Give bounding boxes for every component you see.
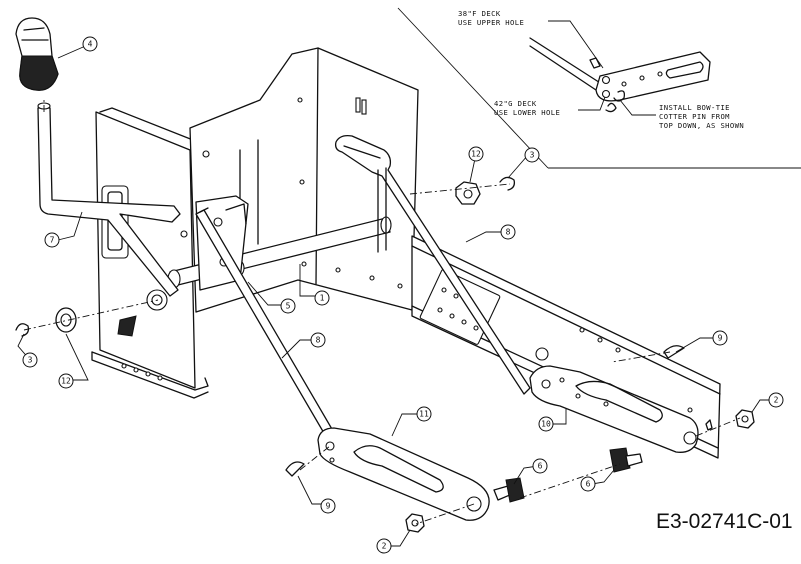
lift-link-upper	[334, 134, 531, 395]
note-deck38-line1: 38"F DECK	[458, 9, 501, 18]
callout-2-right: 2	[768, 392, 784, 408]
note-bowtie-line2: COTTER PIN FROM	[659, 112, 730, 121]
clip-pin-left	[15, 323, 30, 337]
callout-9-right: 9	[712, 330, 728, 346]
note-deck42-line2: USE LOWER HOLE	[494, 108, 560, 117]
svg-text:8: 8	[316, 336, 321, 345]
nut-right	[735, 409, 755, 429]
svg-text:10: 10	[541, 420, 551, 429]
svg-text:9: 9	[718, 334, 723, 343]
svg-text:12: 12	[471, 150, 481, 159]
lift-bracket-right	[529, 365, 699, 453]
callout-7: 7	[44, 232, 60, 248]
svg-text:12: 12	[61, 377, 71, 386]
callout-6-right: 6	[580, 476, 596, 492]
callout-12-top: 12	[468, 146, 484, 162]
callout-11: 11	[416, 406, 432, 422]
shoulder-bolt-right	[609, 447, 643, 473]
svg-text:6: 6	[586, 480, 591, 489]
callout-12-left: 12	[58, 373, 74, 389]
detail-inset-border	[397, 7, 801, 169]
hairpin-left	[285, 461, 305, 477]
svg-text:1: 1	[320, 294, 325, 303]
note-deck38-line2: USE UPPER HOLE	[458, 18, 524, 27]
hairpin-right	[663, 345, 685, 359]
note-leaders	[548, 20, 656, 116]
nut-lower	[405, 513, 425, 533]
handle-knob	[15, 17, 59, 91]
svg-text:8: 8	[506, 228, 511, 237]
svg-text:11: 11	[419, 410, 429, 419]
svg-text:2: 2	[382, 542, 387, 551]
bow-tie-pin-icon	[613, 90, 626, 102]
callout-3-left: 3	[22, 352, 38, 368]
callout-8-lower: 8	[310, 332, 326, 348]
callout-2-lower: 2	[376, 538, 392, 554]
drawing-code: E3-02741C-01	[656, 510, 793, 533]
clip-pin-top	[499, 176, 516, 191]
svg-text:4: 4	[88, 40, 93, 49]
callout-4: 4	[82, 36, 98, 52]
svg-text:3: 3	[28, 356, 33, 365]
svg-text:5: 5	[286, 302, 291, 311]
callout-6-lower: 6	[532, 458, 548, 474]
shoulder-bolt-lower	[493, 477, 525, 503]
svg-text:3: 3	[530, 151, 535, 160]
svg-text:6: 6	[538, 462, 543, 471]
callout-1: 1	[314, 290, 330, 306]
callout-8-upper: 8	[500, 224, 516, 240]
note-bowtie-line1: INSTALL BOW-TIE	[659, 103, 730, 112]
svg-text:7: 7	[50, 236, 55, 245]
callout-10: 10	[538, 416, 554, 432]
note-deck42-line1: 42"G DECK	[494, 99, 537, 108]
note-bowtie-line3: TOP DOWN, AS SHOWN	[659, 121, 744, 130]
svg-text:2: 2	[774, 396, 779, 405]
callout-5: 5	[280, 298, 296, 314]
callout-9-left: 9	[320, 498, 336, 514]
assembly-centerlines	[23, 100, 741, 525]
bushing-left	[55, 307, 77, 333]
flange-nut-top	[455, 181, 481, 205]
detail-lift-arm	[529, 37, 711, 113]
callout-3-top: 3	[524, 147, 540, 163]
lift-bracket-left	[317, 427, 490, 521]
svg-text:9: 9	[326, 502, 331, 511]
